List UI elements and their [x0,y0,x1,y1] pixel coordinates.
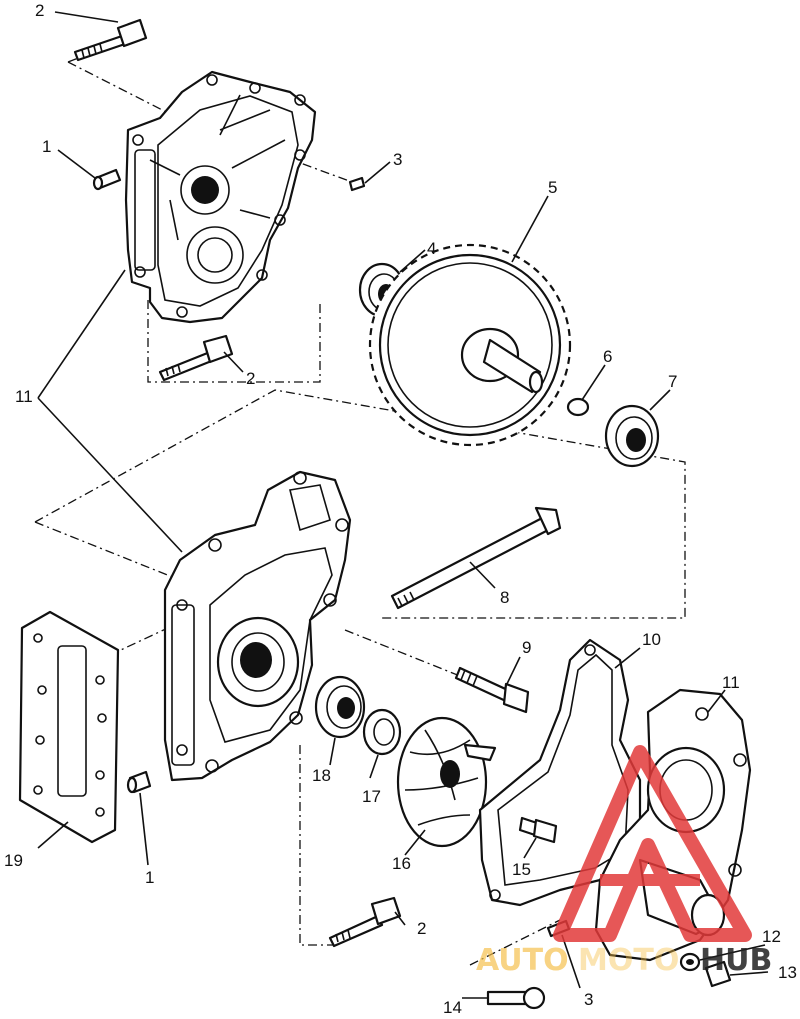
gear-5 [368,243,572,447]
o-ring-6 [566,397,590,417]
callout-2-bottom: 2 [417,919,426,938]
callout-18: 18 [312,766,331,785]
callout-labels: 2 1 3 4 5 6 7 2 11 8 9 10 11 18 17 16 15… [4,1,797,1017]
watermark-text-moto: MOTO [578,943,679,978]
callout-1-top: 1 [42,137,51,156]
callout-11-left: 11 [15,387,33,406]
watermark-logo: AUTO MOTO HUB [476,745,772,978]
seal-17 [362,708,402,756]
gasket-19 [18,610,120,844]
bolt-bottom [328,896,402,948]
callout-17: 17 [362,787,381,806]
bearing-7 [604,404,660,468]
watermark-triangle-icon [553,745,752,942]
upper-housing-cover [124,70,317,324]
callout-2-top: 2 [35,1,44,20]
dowel-pin-bottom [126,770,152,794]
callout-13: 13 [778,963,797,982]
callout-5: 5 [548,178,557,197]
callout-6: 6 [603,347,612,366]
main-housing [163,470,352,782]
bolt-top [73,18,148,62]
bolt-9 [454,666,530,714]
callout-9: 9 [522,638,531,657]
callout-16: 16 [392,854,411,873]
shaft-8 [390,506,562,610]
callout-4: 4 [427,239,436,258]
callout-11-right: 11 [722,673,740,692]
callout-3-bottom: 3 [584,990,593,1009]
bolt-middle [158,334,234,382]
bolt-13 [704,960,732,988]
leader-lines [37,11,769,999]
screw-15 [518,816,558,844]
washer-12 [679,952,701,972]
callout-3-top: 3 [393,150,402,169]
dowel-pin-top [92,168,122,191]
callout-2-mid: 2 [246,369,255,388]
callout-14: 14 [443,998,462,1017]
callout-12: 12 [762,927,781,946]
callout-15: 15 [512,860,531,879]
watermark-text-hub: HUB [700,943,772,978]
callout-7: 7 [668,372,677,391]
callout-19: 19 [4,851,23,870]
pin-top [348,176,366,192]
callout-1-bottom: 1 [145,868,154,887]
watermark-text-auto: AUTO [476,943,569,978]
bolt-14 [486,986,546,1010]
callout-8: 8 [500,588,509,607]
impeller-16 [396,716,497,848]
bearing-18 [314,675,366,739]
callout-10: 10 [642,630,661,649]
